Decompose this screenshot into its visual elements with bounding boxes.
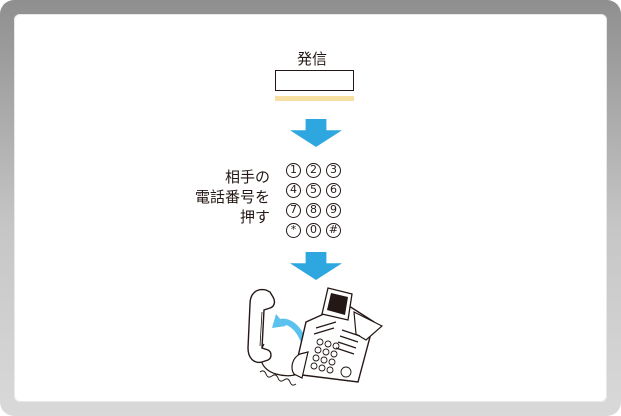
instruction-line-3: 押す (239, 208, 270, 226)
keypad-key-0: 0 (306, 223, 321, 238)
instruction-line-1: 相手の (224, 168, 270, 186)
call-button-box (275, 70, 354, 91)
instruction-line-2: 電話番号を (194, 188, 270, 206)
desk-phone-icon (247, 287, 384, 386)
down-arrow-icon (290, 119, 342, 147)
keypad-key-9: 9 (326, 203, 341, 218)
call-button-underline (275, 96, 354, 101)
keypad-key-2: 2 (306, 163, 321, 178)
keypad-key-6: 6 (326, 183, 341, 198)
keypad-key-5: 5 (306, 183, 321, 198)
down-arrow-icon (290, 252, 342, 280)
call-label: 発信 (297, 50, 328, 68)
keypad-key-7: 7 (286, 203, 301, 218)
keypad-key-8: 8 (306, 203, 321, 218)
keypad-key-hash: # (326, 223, 341, 238)
keypad-key-1: 1 (286, 163, 301, 178)
keypad-key-4: 4 (286, 183, 301, 198)
keypad-key-star: * (286, 223, 301, 238)
keypad-key-3: 3 (326, 163, 341, 178)
